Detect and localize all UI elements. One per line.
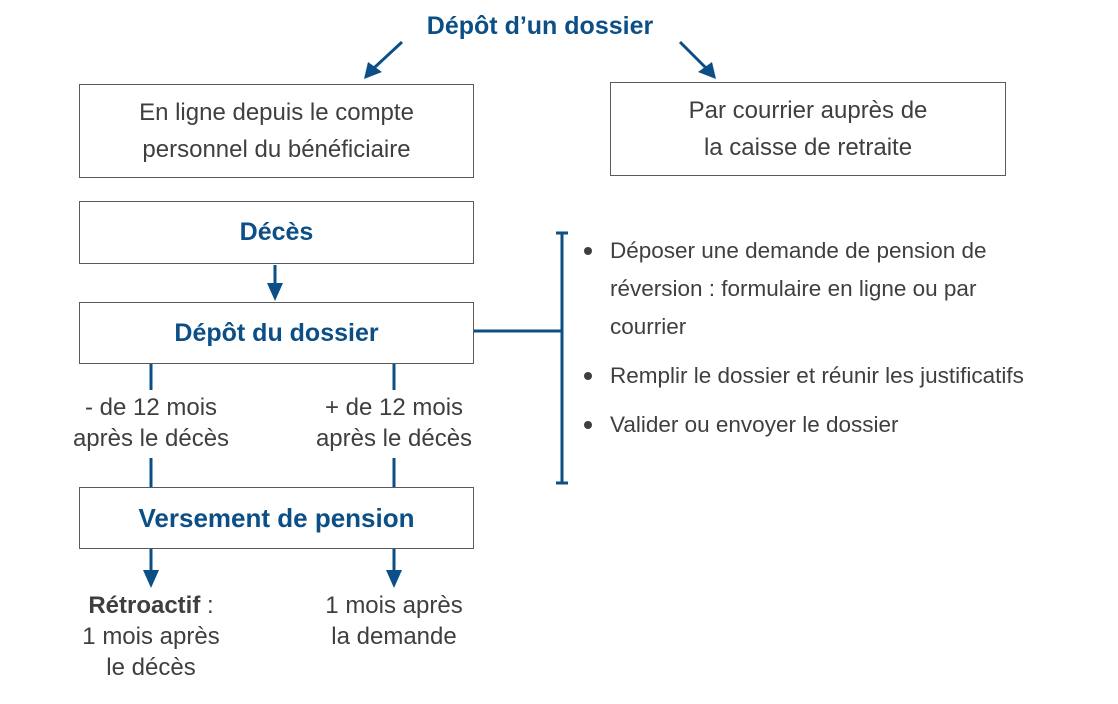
bracket-connector <box>474 231 568 485</box>
list-item: Valider ou envoyer le dossier <box>584 406 1054 444</box>
bullet-icon <box>584 421 592 429</box>
mail-box: Par courrier auprès de la caisse de retr… <box>610 82 1006 176</box>
branch-right-line-1: + de 12 mois <box>324 394 464 421</box>
bullet-icon <box>584 372 592 380</box>
diagram-title: Dépôt d’un dossier <box>426 12 654 40</box>
deces-label: Décès <box>239 218 314 246</box>
outcome-left-line-3: le décès <box>106 654 196 681</box>
list-item: Remplir le dossier et réunir les justifi… <box>584 357 1054 395</box>
outcome-left-bold: Rétroactif <box>88 592 201 619</box>
branch-lines <box>149 364 396 487</box>
branch-left-line-2: après le décès <box>72 425 230 452</box>
online-line-2: personnel du bénéficiaire <box>142 136 411 163</box>
list-item: Déposer une demande de pension de révers… <box>584 232 1054 346</box>
branch-left-line-1: - de 12 mois <box>84 394 218 421</box>
branch-right-line-2: après le décès <box>315 425 473 452</box>
depot-label: Dépôt du dossier <box>174 318 379 347</box>
step-3-text: Valider ou envoyer le dossier <box>610 412 899 437</box>
online-line-1: En ligne depuis le compte <box>139 99 414 126</box>
outcome-left-line-2: 1 mois après <box>82 623 220 650</box>
outcome-right: 1 mois après la demande <box>279 590 509 652</box>
deces-box: Décès <box>79 201 474 264</box>
step-1-text: Déposer une demande de pension de révers… <box>610 238 987 339</box>
mail-line-2: la caisse de retraite <box>703 134 913 161</box>
online-box: En ligne depuis le compte personnel du b… <box>79 84 474 178</box>
versement-box: Versement de pension <box>79 487 474 549</box>
outcome-left: Rétroactif : 1 mois après le décès <box>36 590 266 683</box>
outcome-right-line-2: la demande <box>331 623 457 650</box>
arrow-title-right <box>678 40 716 79</box>
branch-left-label: - de 12 mois après le décès <box>36 392 266 454</box>
outcome-left-colon: : <box>200 592 214 619</box>
branch-right-label: + de 12 mois après le décès <box>279 392 509 454</box>
arrow-versement-right <box>386 549 402 588</box>
arrow-deces-depot <box>267 265 283 301</box>
versement-label: Versement de pension <box>138 502 415 533</box>
bullet-icon <box>584 247 592 255</box>
arrow-title-left <box>364 40 404 79</box>
mail-line-1: Par courrier auprès de <box>688 97 928 124</box>
step-2-text: Remplir le dossier et réunir les justifi… <box>610 363 1024 388</box>
arrow-versement-left <box>143 549 159 588</box>
depot-box: Dépôt du dossier <box>79 302 474 364</box>
steps-list: Déposer une demande de pension de révers… <box>584 232 1054 455</box>
outcome-right-line-1: 1 mois après <box>325 592 463 619</box>
